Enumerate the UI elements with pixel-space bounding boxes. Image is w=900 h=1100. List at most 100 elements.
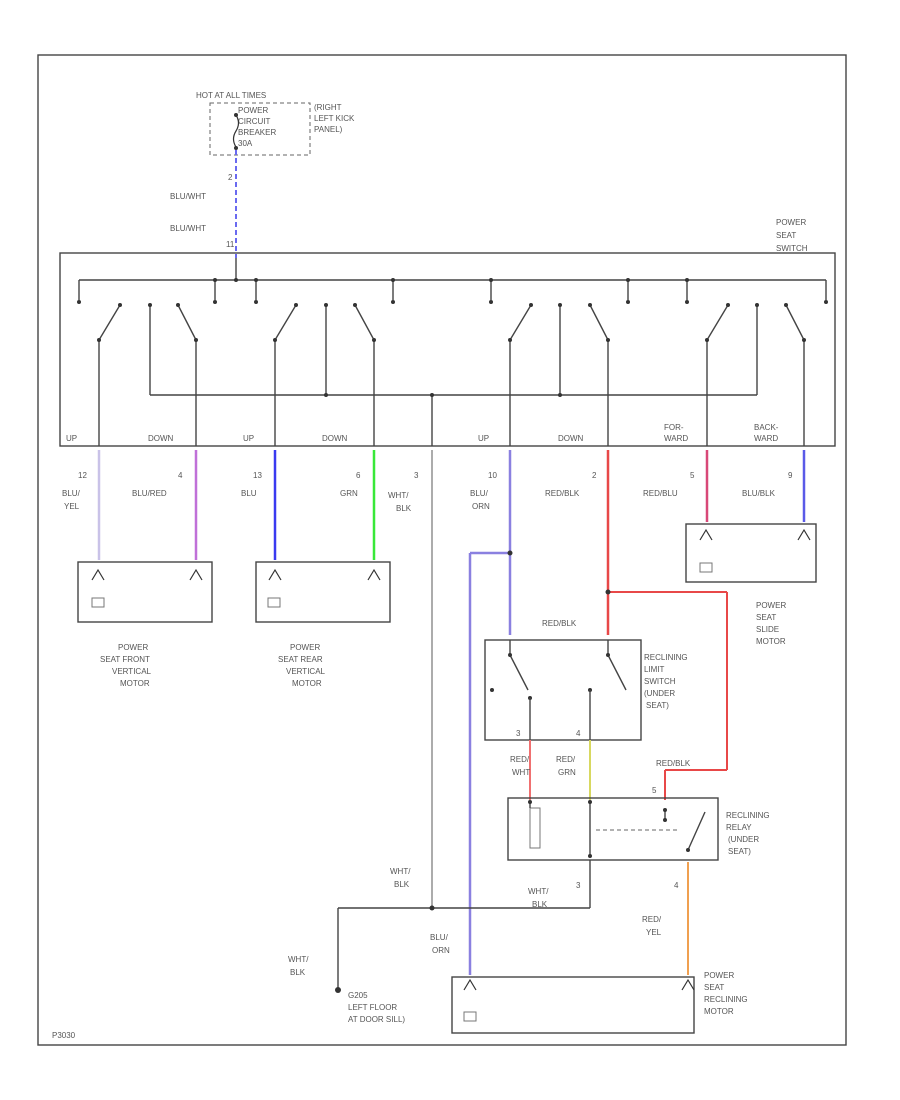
- pin-4: 3: [414, 471, 419, 480]
- wire-0a: BLU/: [62, 489, 81, 498]
- feed-color-lower: BLU/WHT: [170, 224, 206, 233]
- pin-5: 10: [488, 471, 497, 480]
- limit-name-4: (UNDER: [644, 689, 675, 698]
- relay-feed-pin: 5: [652, 786, 657, 795]
- fuse-location-3: PANEL): [314, 125, 343, 134]
- recline-motor-name-1: POWER: [704, 971, 734, 980]
- ground-label-3: AT DOOR SILL): [348, 1015, 405, 1024]
- pin-0: 12: [78, 471, 87, 480]
- breaker-symbol: [232, 114, 240, 148]
- pin-8: 9: [788, 471, 793, 480]
- relay-out-wire-2: YEL: [646, 928, 662, 937]
- terminal-label-1: DOWN: [148, 434, 174, 443]
- wire-5a: BLU/: [470, 489, 489, 498]
- ground-label-2: LEFT FLOOR: [348, 1003, 397, 1012]
- slide-motor-name-3: SLIDE: [756, 625, 779, 634]
- fuse-header: HOT AT ALL TIMES: [196, 91, 266, 100]
- wire-3a: GRN: [340, 489, 358, 498]
- limit-pin-b: 4: [576, 729, 581, 738]
- wire-4a: WHT/: [388, 491, 409, 500]
- terminal-label-7a: FOR-: [664, 423, 684, 432]
- fuse-line-2: CIRCUIT: [238, 117, 271, 126]
- feed-color-upper: BLU/WHT: [170, 192, 206, 201]
- rear-motor-name-1: POWER: [290, 643, 320, 652]
- wire-1a: BLU/RED: [132, 489, 167, 498]
- limit-name-5: SEAT): [646, 701, 669, 710]
- fuse-line-3: BREAKER: [238, 128, 276, 137]
- ground-wire-lower-2: BLK: [290, 968, 306, 977]
- limit-wire-a-1: RED/: [510, 755, 530, 764]
- ground-g205: WHT/ BLK G205 LEFT FLOOR AT DOOR SILL): [288, 908, 405, 1024]
- ground-wire-lower-1: WHT/: [288, 955, 309, 964]
- fuse-location-1: (RIGHT: [314, 103, 342, 112]
- ground-wire-left-1: WHT/: [390, 867, 411, 876]
- wire-8a: BLU/BLK: [742, 489, 776, 498]
- reclining-limit-switch: RED/BLK RECLINING LIMIT SWITCH (UNDER SE…: [484, 619, 688, 741]
- front-motor-name-4: MOTOR: [120, 679, 150, 688]
- terminal-label-6: DOWN: [558, 434, 584, 443]
- switch-section-slide: [706, 304, 805, 446]
- wire-5b: ORN: [472, 502, 490, 511]
- relay-name-2: RELAY: [726, 823, 752, 832]
- fuse-location-2: LEFT KICK: [314, 114, 355, 123]
- recline-motor-name-3: RECLINING: [704, 995, 748, 1004]
- ground-wire-left-2: BLK: [394, 880, 410, 889]
- reclining-motor: POWER SEAT RECLINING MOTOR: [451, 971, 748, 1034]
- relay-name-4: SEAT): [728, 847, 751, 856]
- pin-6: 2: [592, 471, 597, 480]
- front-motor-name-1: POWER: [118, 643, 148, 652]
- switch-name-2: SEAT: [776, 231, 796, 240]
- limit-wire-b-2: GRN: [558, 768, 576, 777]
- switch-name-3: SWITCH: [776, 244, 808, 253]
- pin-2: 13: [253, 471, 262, 480]
- footer-code: P3030: [52, 1031, 76, 1040]
- fuse-line-1: POWER: [238, 106, 268, 115]
- pin-3: 6: [356, 471, 361, 480]
- relay-feed-wire: RED/BLK: [656, 759, 691, 768]
- switch-section-front-vertical: [98, 304, 197, 446]
- limit-name-3: SWITCH: [644, 677, 676, 686]
- reclining-relay: RECLINING RELAY (UNDER SEAT): [507, 797, 770, 861]
- terminal-label-5: UP: [478, 434, 489, 443]
- pin-7: 5: [690, 471, 695, 480]
- relay-ground-wire-1: WHT/: [528, 887, 549, 896]
- relay-name-3: (UNDER: [728, 835, 759, 844]
- circuit-breaker: HOT AT ALL TIMES POWER CIRCUIT BREAKER 3…: [196, 91, 355, 156]
- terminal-label-7b: WARD: [664, 434, 688, 443]
- rear-motor-name-2: SEAT REAR: [278, 655, 323, 664]
- front-motor-name-2: SEAT FRONT: [100, 655, 150, 664]
- terminal-label-2: UP: [243, 434, 254, 443]
- limit-feed-wire: RED/BLK: [542, 619, 577, 628]
- terminal-label-3: DOWN: [322, 434, 348, 443]
- terminal-label-0: UP: [66, 434, 77, 443]
- slide-motor: POWER SEAT SLIDE MOTOR: [685, 523, 817, 646]
- slide-motor-name-1: POWER: [756, 601, 786, 610]
- limit-pin-a: 3: [516, 729, 521, 738]
- rear-motor-name-4: MOTOR: [292, 679, 322, 688]
- feed-pin: 2: [228, 173, 233, 182]
- relay-ground-wire-2: BLK: [532, 900, 548, 909]
- wire-0b: YEL: [64, 502, 80, 511]
- front-motor-name-3: VERTICAL: [112, 667, 152, 676]
- limit-name-2: LIMIT: [644, 665, 665, 674]
- recline-motor-name-4: MOTOR: [704, 1007, 734, 1016]
- wire-4b: BLK: [396, 504, 412, 513]
- pin-1: 4: [178, 471, 183, 480]
- relay-ground-pin: 3: [576, 881, 581, 890]
- limit-wire-b-1: RED/: [556, 755, 576, 764]
- switch-output-labels: 12 BLU/ YEL 4 BLU/RED 13 BLU 6 GRN 3 WHT…: [62, 471, 793, 513]
- switch-box: [59, 252, 836, 447]
- relay-out-pin: 4: [674, 881, 679, 890]
- recline-circuit: RED/BLK 5 BLU/ ORN: [430, 550, 728, 975]
- switch-section-recline: [509, 304, 609, 446]
- recline-feed-wire-1: BLU/: [430, 933, 449, 942]
- wire-6a: RED/BLK: [545, 489, 580, 498]
- feed-conn: 11: [226, 240, 235, 249]
- wire-7a: RED/BLU: [643, 489, 678, 498]
- relay-out-wire-1: RED/: [642, 915, 662, 924]
- slide-motor-name-4: MOTOR: [756, 637, 786, 646]
- rear-vertical-motor: POWER SEAT REAR VERTICAL MOTOR: [255, 561, 391, 688]
- switch-name-1: POWER: [776, 218, 806, 227]
- recline-feed-wire-2: ORN: [432, 946, 450, 955]
